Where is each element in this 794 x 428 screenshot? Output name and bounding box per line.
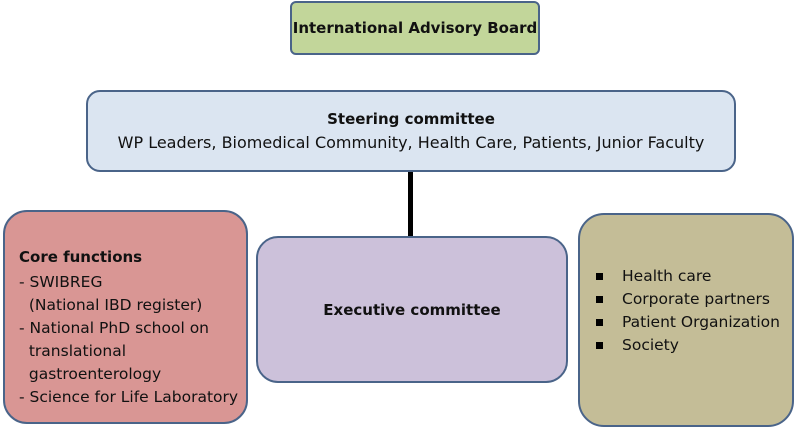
core-functions-line: translational [19, 342, 127, 360]
stakeholder-item: Corporate partners [596, 288, 780, 311]
steering-executive-connector [408, 172, 413, 238]
square-bullet-icon [596, 342, 603, 349]
square-bullet-icon [596, 296, 603, 303]
core-functions-line: - National PhD school on [19, 319, 209, 337]
steering-committee-members: WP Leaders, Biomedical Community, Health… [117, 133, 705, 152]
core-functions-list: - SWIBREG (National IBD register) - Nati… [19, 271, 238, 409]
core-functions-line: (National IBD register) [19, 296, 203, 314]
stakeholder-item: Society [596, 334, 780, 357]
core-functions-line: - SWIBREG [19, 273, 103, 291]
stakeholder-label: Health care [622, 267, 712, 285]
stakeholder-item: Health care [596, 265, 780, 288]
stakeholders-list: Health care Corporate partners Patient O… [596, 265, 780, 357]
core-functions-title: Core functions [19, 248, 143, 266]
stakeholder-label: Corporate partners [622, 290, 771, 308]
stakeholder-label: Society [622, 336, 679, 354]
steering-committee-title: Steering committee [327, 110, 495, 128]
square-bullet-icon [596, 273, 603, 280]
square-bullet-icon [596, 319, 603, 326]
executive-committee-title: Executive committee [323, 300, 501, 319]
core-functions-line: - Science for Life Laboratory [19, 388, 239, 406]
stakeholder-label: Patient Organization [622, 313, 780, 331]
core-functions-line: gastroenterology [19, 365, 162, 383]
stakeholder-item: Patient Organization [596, 311, 780, 334]
core-functions-box: Core functions - SWIBREG (National IBD r… [3, 210, 248, 424]
international-advisory-board-title: International Advisory Board [292, 19, 538, 37]
stakeholders-box: Health care Corporate partners Patient O… [578, 213, 794, 427]
steering-committee-box: Steering committee WP Leaders, Biomedica… [86, 90, 736, 172]
executive-committee-box: Executive committee [256, 236, 568, 383]
international-advisory-board-box: International Advisory Board [290, 1, 540, 55]
